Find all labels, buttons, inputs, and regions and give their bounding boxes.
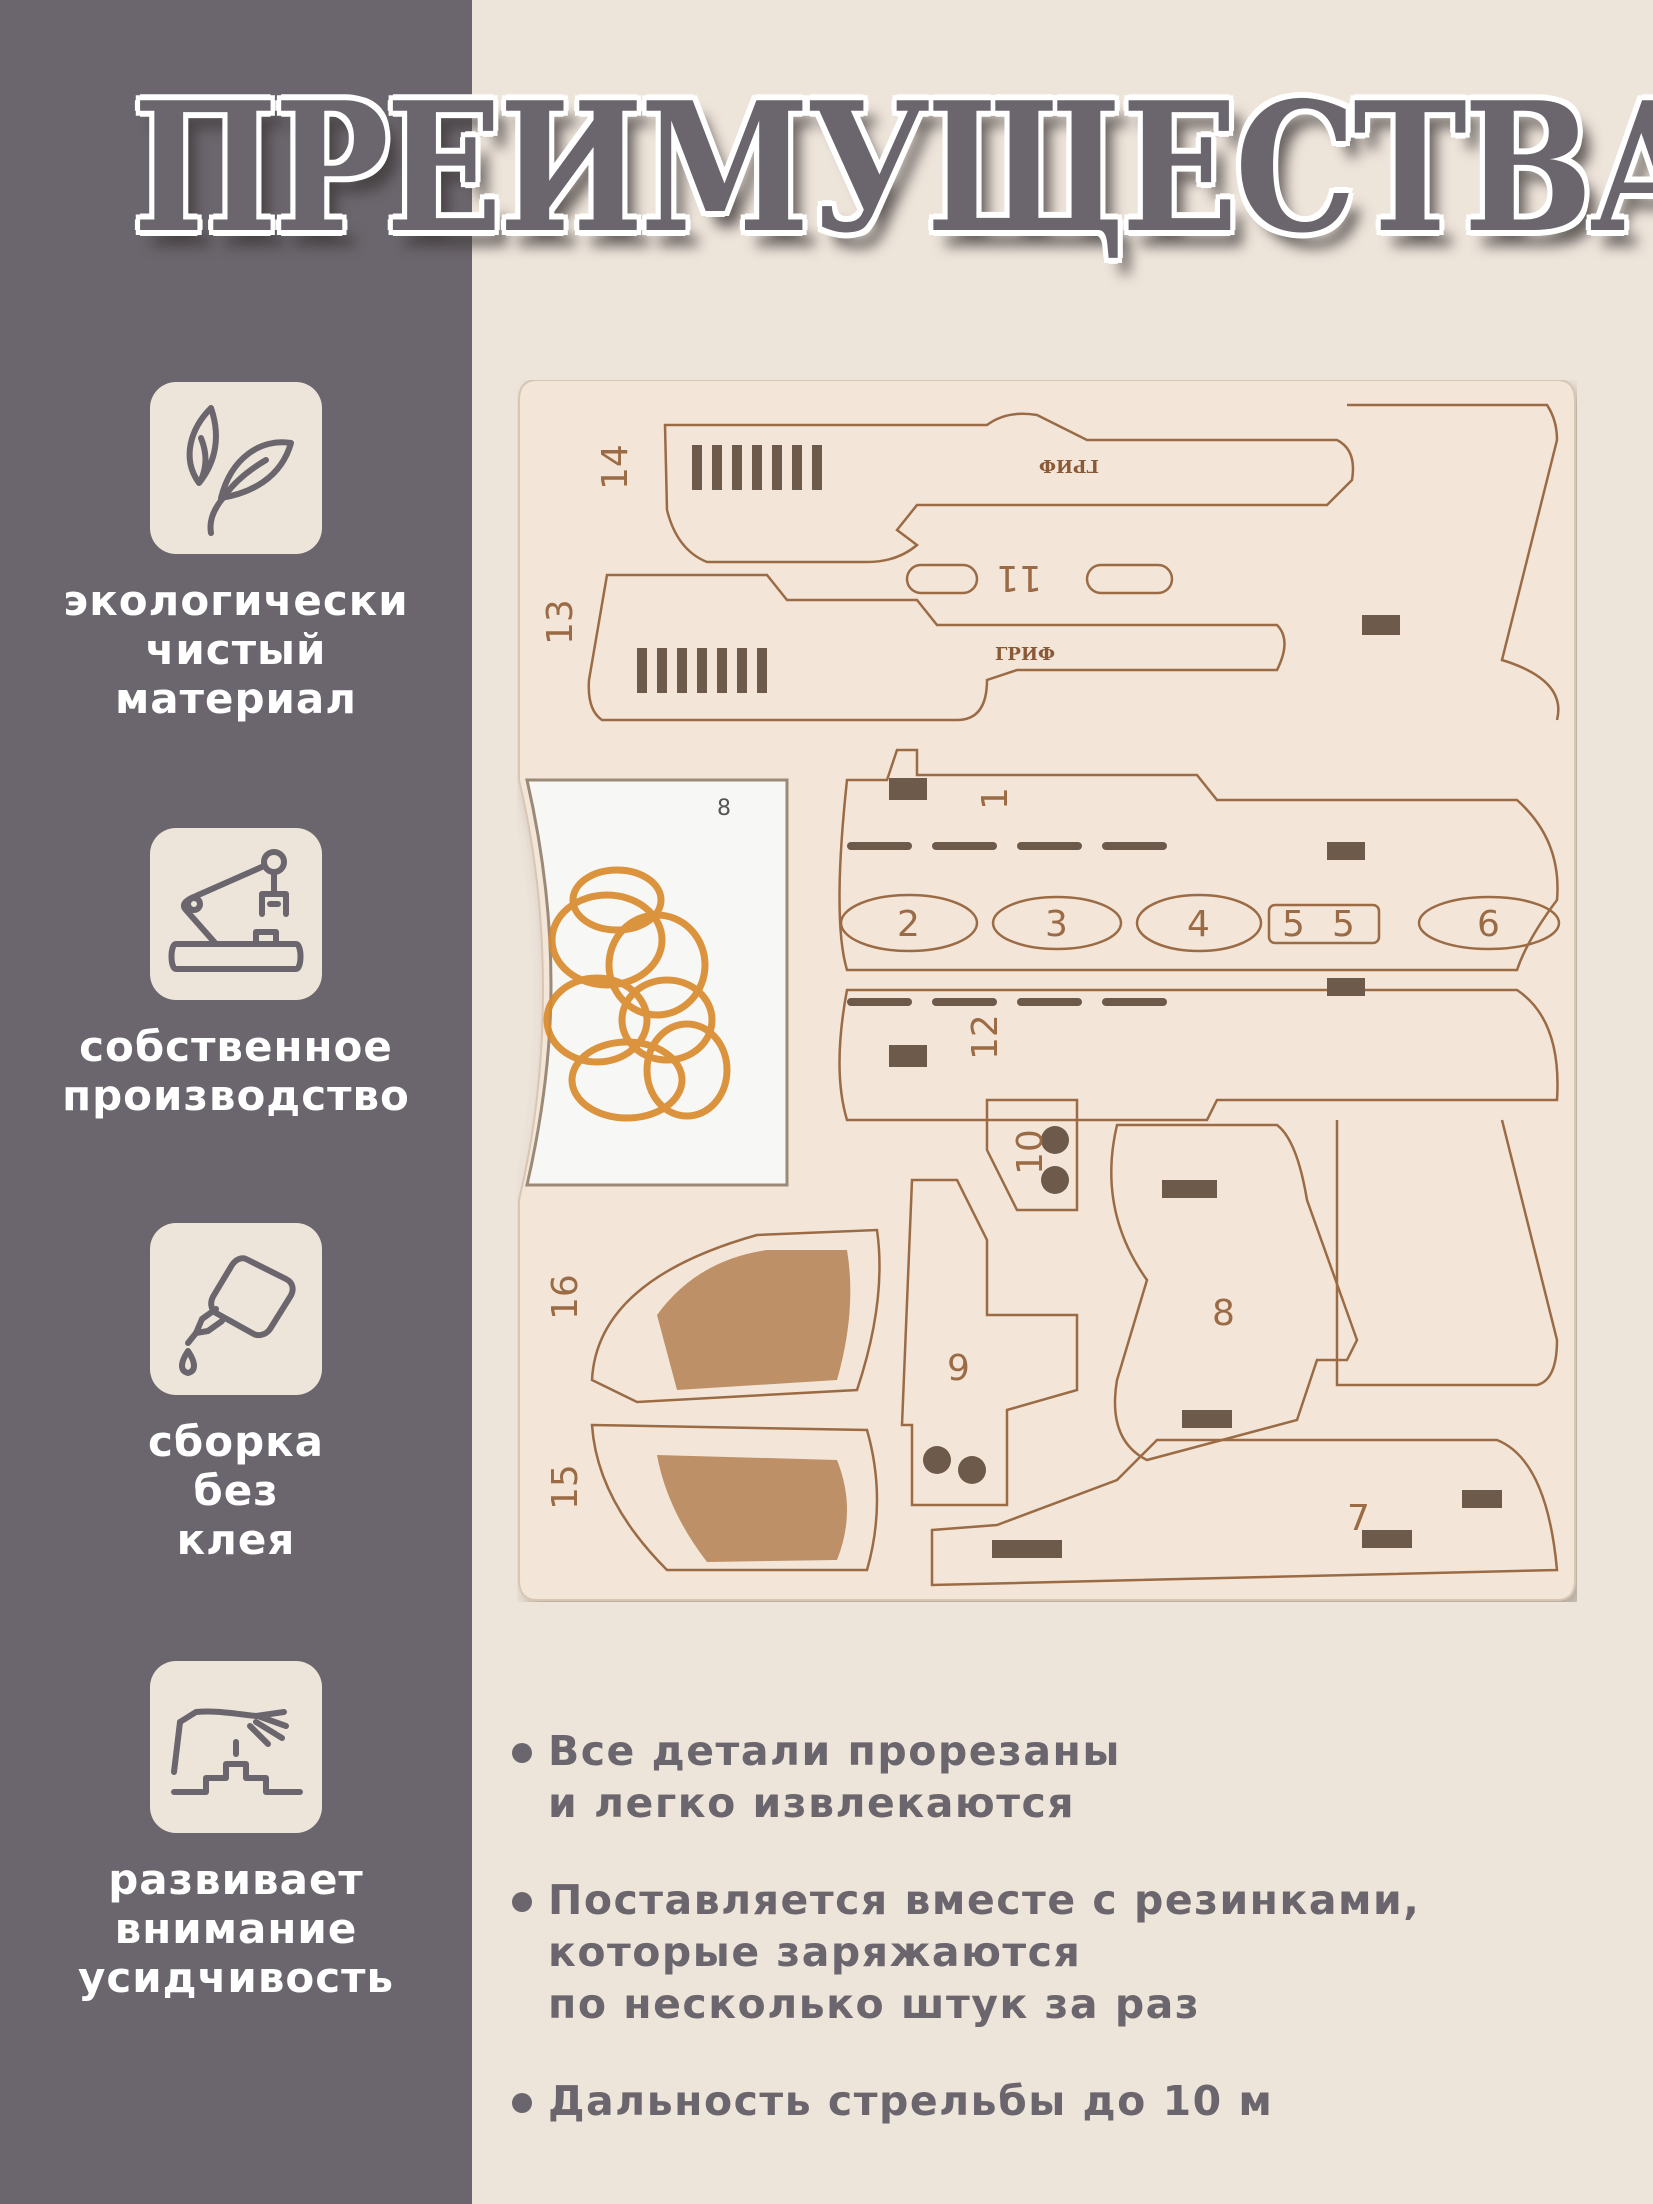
- bullet-dot-icon: [512, 2093, 532, 2113]
- leaf-icon: [150, 382, 322, 554]
- part-number: 15: [545, 1464, 586, 1510]
- part-number: 9: [947, 1348, 970, 1389]
- part-number: 10: [1010, 1129, 1051, 1175]
- sidebar-panel: [0, 0, 472, 2204]
- benefit-text-line: которые заряжаются: [548, 1928, 1082, 1976]
- part-number: 8: [1212, 1293, 1235, 1334]
- feature-text-line: чистый: [145, 625, 327, 674]
- part-number: 5: [1332, 904, 1355, 945]
- rubber-bands-pack: 8: [525, 778, 789, 1187]
- feature-develops-attention: развивает внимание усидчивость: [0, 1661, 472, 2002]
- feature-text-line: без: [193, 1466, 279, 1515]
- part-number: 6: [1477, 904, 1500, 945]
- part-number: 5: [1282, 904, 1305, 945]
- feature-text-line: собственное: [79, 1022, 393, 1071]
- feature-text-line: усидчивость: [77, 1953, 395, 2002]
- feature-own-production: собственное производство: [0, 828, 472, 1120]
- feature-text-line: внимание: [114, 1904, 358, 1953]
- part-number: 11: [996, 557, 1042, 598]
- feature-text-line: производство: [62, 1071, 410, 1120]
- feature-text-line: экологически: [63, 576, 409, 625]
- feature-text-line: материал: [114, 674, 358, 723]
- glue-bottle-icon: [150, 1223, 322, 1395]
- hand-blocks-icon: [150, 1661, 322, 1833]
- feature-text-line: клея: [176, 1515, 296, 1564]
- part-number: 4: [1187, 904, 1210, 945]
- bullet-dot-icon: [512, 1892, 532, 1912]
- product-plywood-sheet: 8: [518, 380, 1576, 1601]
- part-number: 2: [897, 904, 920, 945]
- part-number: 12: [965, 1014, 1006, 1060]
- benefit-text-line: Все детали прорезаны: [548, 1727, 1121, 1775]
- feature-text-line: сборка: [148, 1417, 324, 1466]
- benefit-text-line: Поставляется вместе с резинками,: [548, 1876, 1421, 1924]
- part-number: 3: [1045, 904, 1068, 945]
- feature-text-line: развивает: [108, 1855, 364, 1904]
- part-number: 16: [545, 1274, 586, 1320]
- part-number: 1: [975, 787, 1016, 810]
- benefit-item: Поставляется вместе с резинками, которые…: [510, 1874, 1630, 2030]
- benefit-text-line: по несколько штук за раз: [548, 1980, 1201, 2028]
- part-number: 13: [540, 599, 581, 645]
- robot-arm-icon: [150, 828, 322, 1000]
- benefit-text-line: и легко извлекаются: [548, 1779, 1076, 1827]
- page-title: ПРЕИМУЩЕСТВА: [132, 63, 1653, 272]
- brand-mark: ГРИФ: [995, 644, 1055, 665]
- bullet-dot-icon: [512, 1743, 532, 1763]
- feature-eco-material: экологически чистый материал: [0, 382, 472, 723]
- benefit-item: Дальность стрельбы до 10 м: [510, 2075, 1630, 2127]
- grip-texture: [657, 1250, 851, 1562]
- benefit-text-line: Дальность стрельбы до 10 м: [548, 2077, 1274, 2125]
- part-number: 8: [717, 796, 731, 821]
- feature-no-glue: сборка без клея: [0, 1223, 472, 1564]
- part-number: 14: [595, 444, 636, 490]
- benefit-item: Все детали прорезаны и легко извлекаются: [510, 1725, 1630, 1829]
- benefit-list: Все детали прорезаны и легко извлекаются…: [510, 1725, 1630, 2172]
- part-number: 7: [1347, 1498, 1370, 1539]
- brand-mark: ГРИФ: [1039, 455, 1099, 476]
